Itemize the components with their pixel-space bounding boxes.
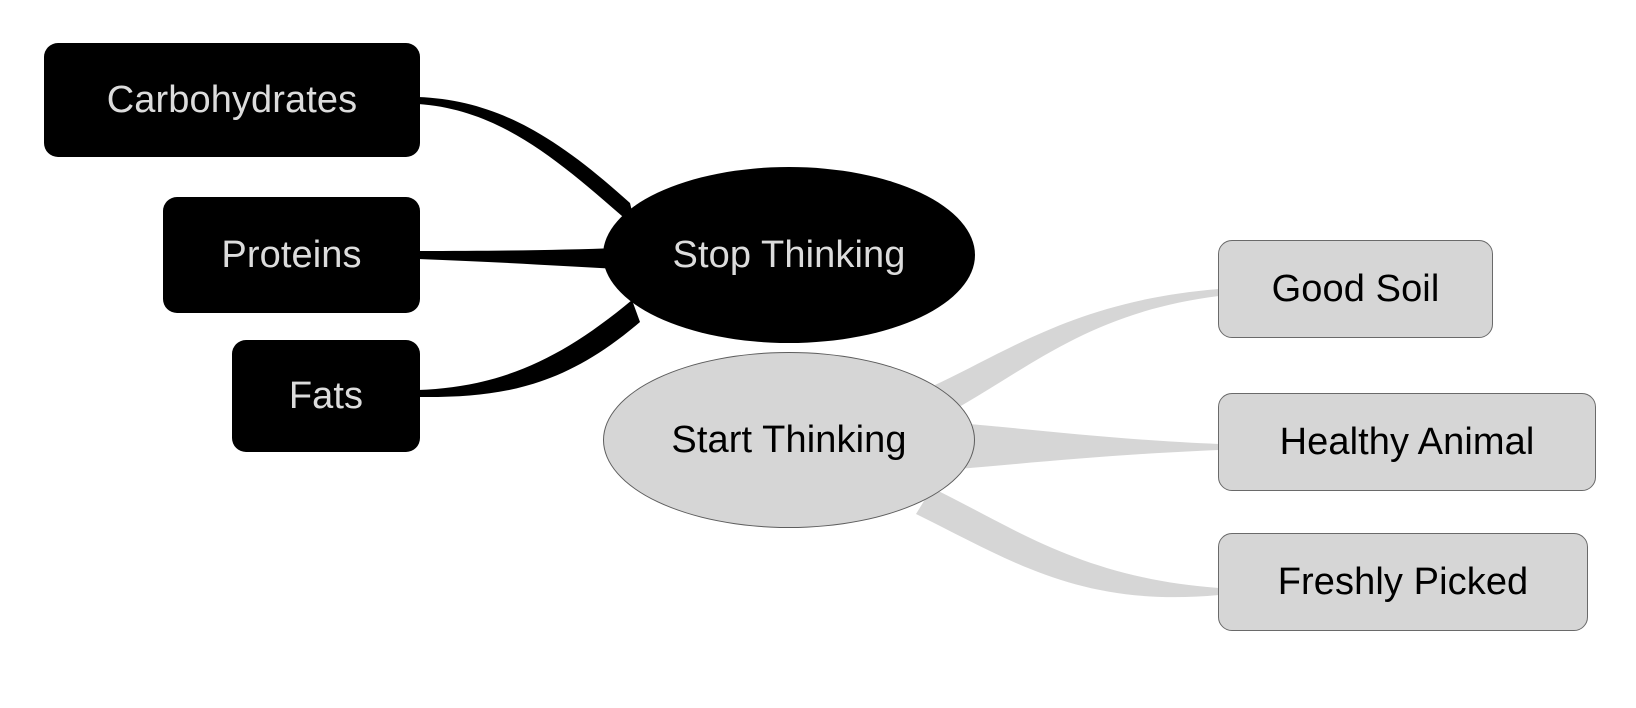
node-start-thinking[interactable]: Start Thinking	[603, 352, 975, 528]
edge-fats-stop-thinking	[418, 300, 640, 398]
edge-start-thinking-good-soil	[935, 289, 1219, 412]
node-proteins-label: Proteins	[221, 233, 362, 276]
node-carbohydrates-label: Carbohydrates	[106, 78, 358, 121]
node-good-soil-label: Good Soil	[1271, 267, 1440, 310]
node-fats[interactable]: Fats	[232, 340, 420, 452]
node-start-thinking-label: Start Thinking	[671, 418, 907, 461]
node-stop-thinking-label: Stop Thinking	[672, 233, 906, 276]
edge-start-thinking-freshly-picked	[916, 488, 1219, 598]
node-good-soil[interactable]: Good Soil	[1218, 240, 1493, 338]
node-freshly-picked[interactable]: Freshly Picked	[1218, 533, 1588, 631]
node-carbohydrates[interactable]: Carbohydrates	[44, 43, 420, 157]
node-fats-label: Fats	[288, 374, 364, 417]
node-freshly-picked-label: Freshly Picked	[1277, 560, 1529, 603]
node-proteins[interactable]: Proteins	[163, 197, 420, 313]
edge-proteins-stop-thinking	[418, 248, 620, 269]
node-stop-thinking[interactable]: Stop Thinking	[603, 167, 975, 343]
node-healthy-animal[interactable]: Healthy Animal	[1218, 393, 1596, 491]
node-healthy-animal-label: Healthy Animal	[1279, 420, 1535, 463]
edge-start-thinking-healthy-animal	[958, 423, 1219, 469]
edge-carbohydrates-stop-thinking	[418, 97, 636, 228]
